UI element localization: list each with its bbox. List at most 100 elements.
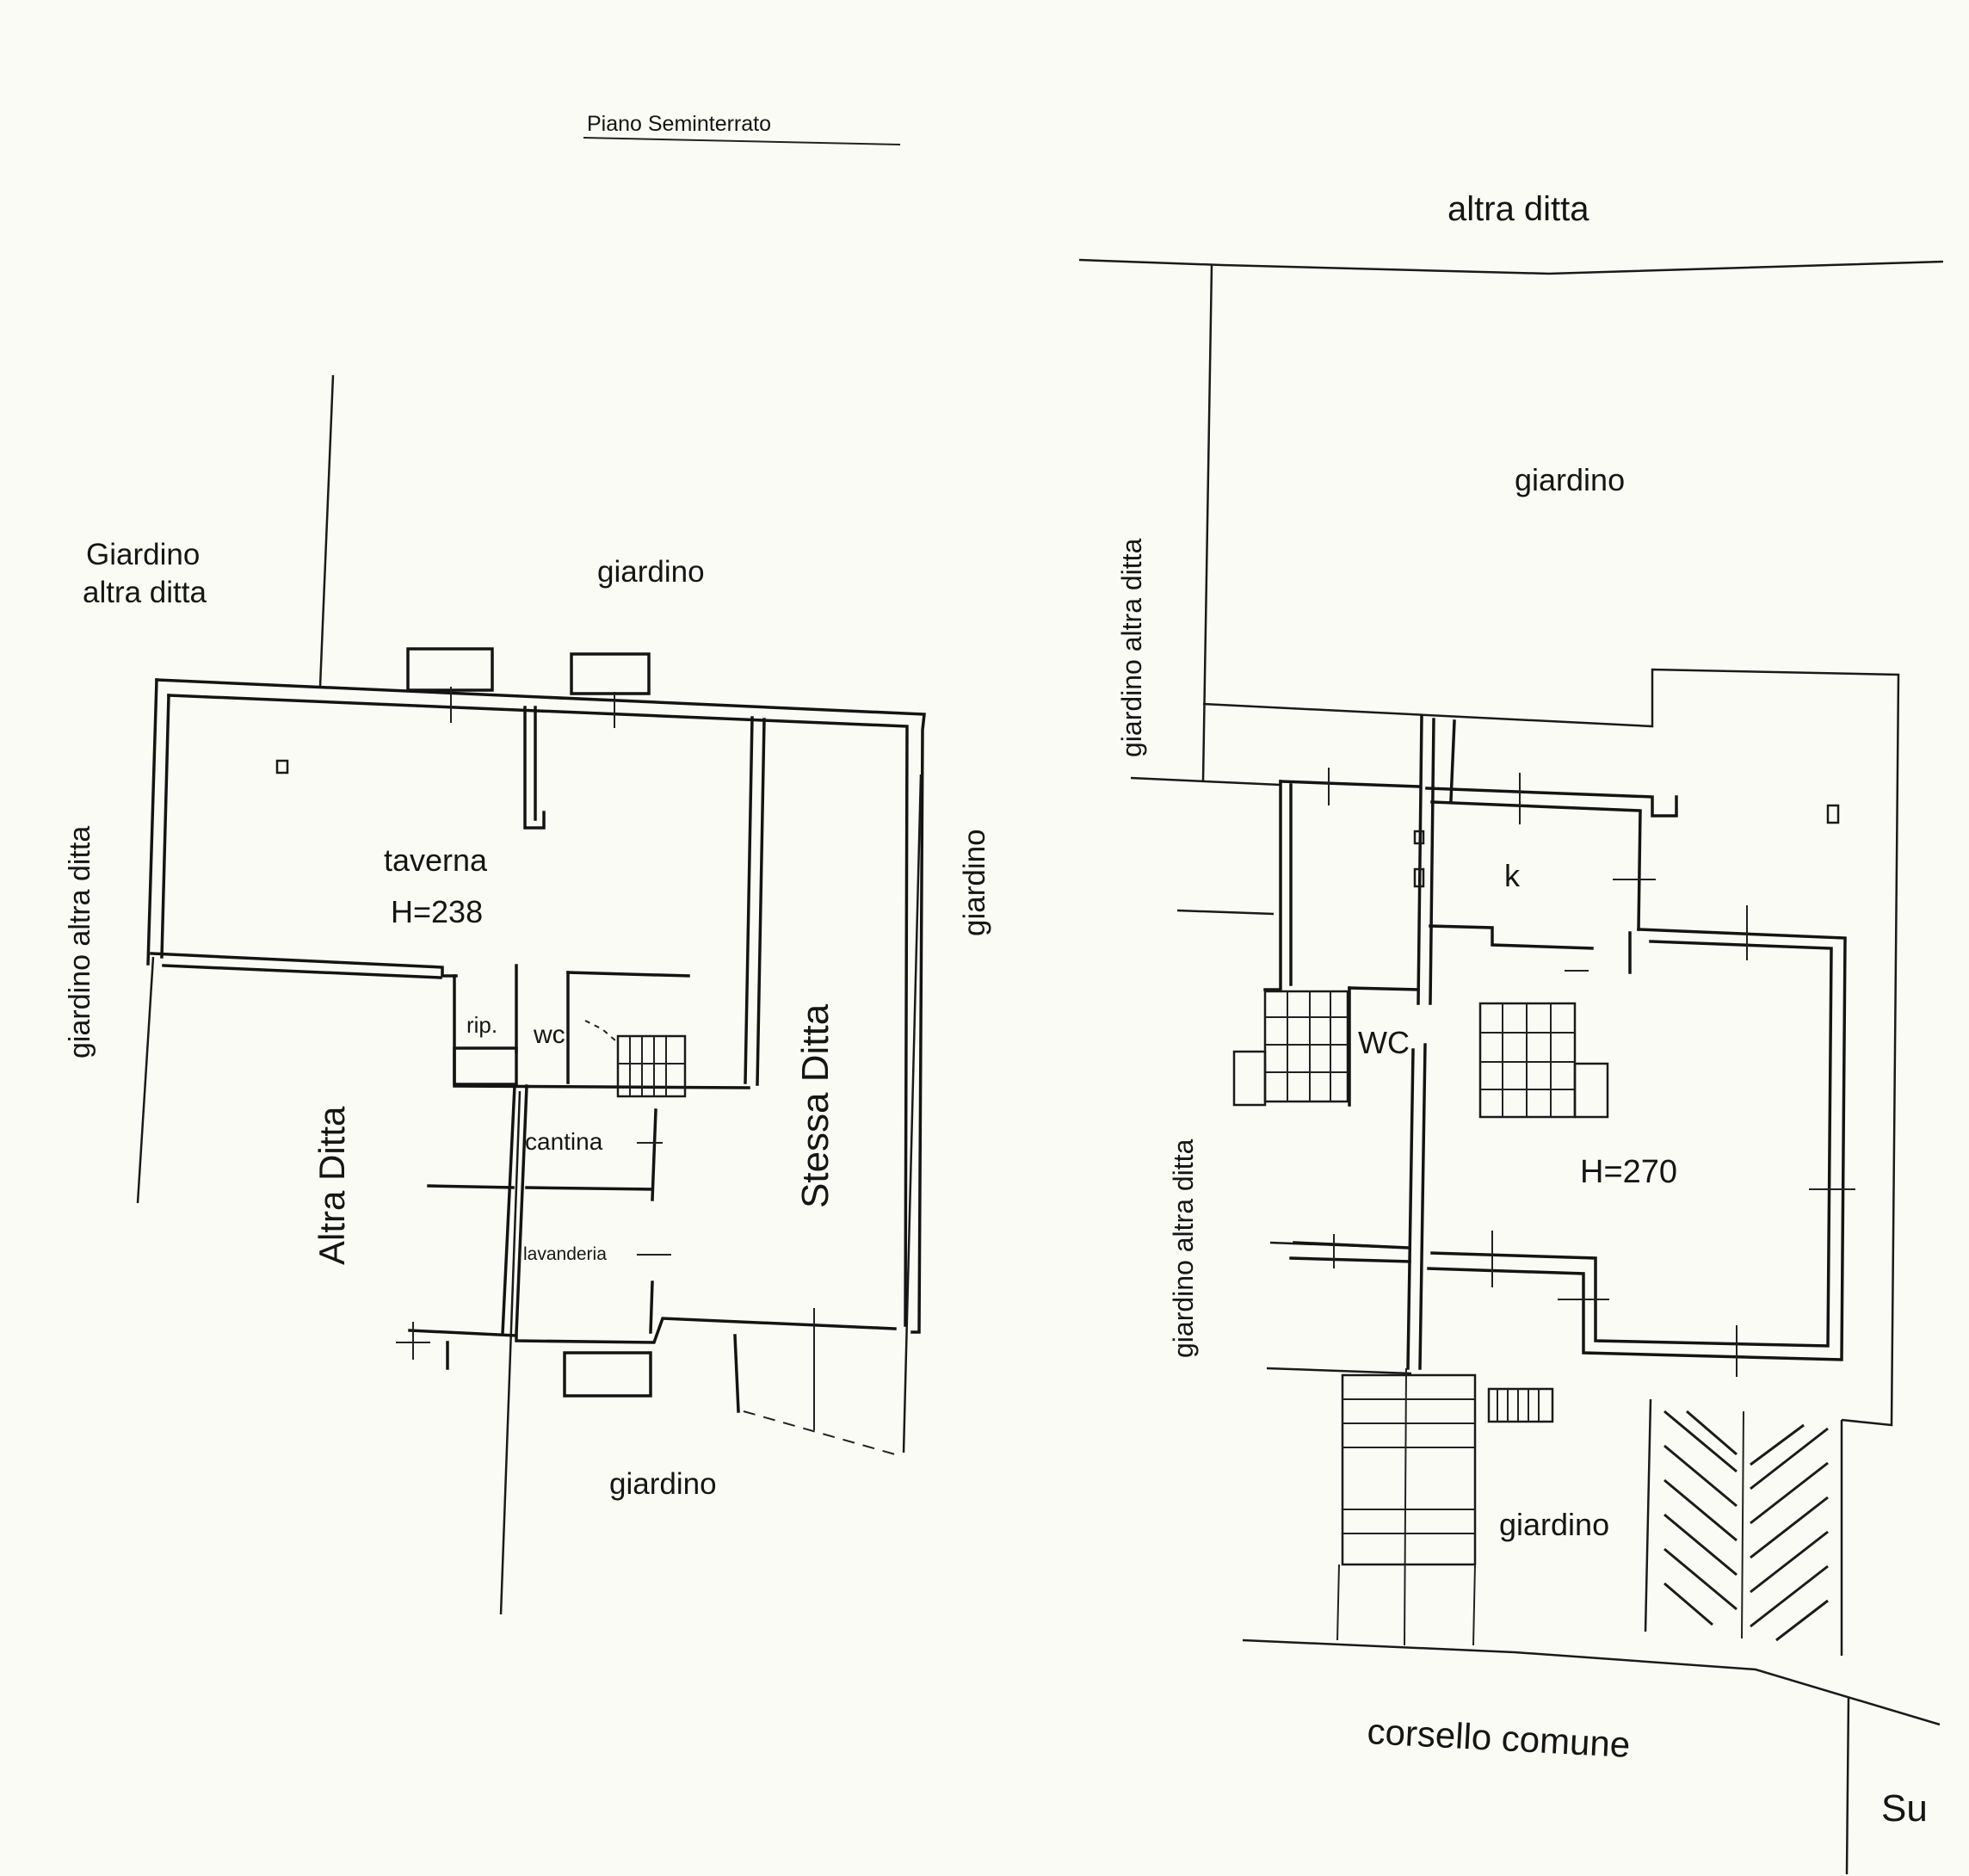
ramp-axis bbox=[1741, 1410, 1744, 1639]
right-bottom-west-line bbox=[1266, 1367, 1412, 1375]
drain-grille bbox=[1487, 1387, 1554, 1423]
fixture-mark bbox=[1413, 830, 1425, 845]
stair-side bbox=[1336, 1564, 1340, 1641]
living-room-wall bbox=[1427, 928, 1847, 1361]
wc-north-wall bbox=[1348, 986, 1420, 991]
left-boundary-south bbox=[499, 1090, 522, 1615]
sheet-title: Piano Seminterrato bbox=[587, 112, 771, 136]
room-wc-label: wc bbox=[533, 1021, 565, 1049]
right-boundary-west-upper bbox=[1201, 264, 1213, 782]
room-cantina-label: cantina bbox=[525, 1128, 603, 1155]
right-stairs-east bbox=[1478, 1002, 1609, 1119]
cantina-lavanderia-divider bbox=[525, 1186, 654, 1191]
left-label-giardino-altra-ditta-west: giardino altra ditta bbox=[64, 826, 96, 1058]
room-wc-label-right: WC bbox=[1358, 1025, 1410, 1060]
corridor-wall-right-upper bbox=[651, 1108, 657, 1201]
right-stairs-west bbox=[1232, 986, 1420, 1107]
left-boundary-north bbox=[318, 374, 335, 688]
left-boundary-west bbox=[136, 956, 155, 1204]
left-stairs bbox=[584, 1020, 687, 1098]
title-underline bbox=[583, 137, 901, 145]
left-label-giardino-bottom: giardino bbox=[609, 1467, 717, 1501]
left-label-giardino-altra-ditta-nw: Giardino altra ditta bbox=[83, 538, 208, 609]
stair-arrow bbox=[584, 1020, 617, 1042]
right-central-wall-lower-b bbox=[1418, 1043, 1427, 1370]
right-plan: altra ditta giardino giardino altra ditt… bbox=[1078, 190, 1944, 1875]
right-label-altra-ditta-top: altra ditta bbox=[1447, 190, 1589, 228]
taverna-south-wall-inner bbox=[162, 964, 442, 979]
stessa-ditta-wall-inner bbox=[756, 718, 766, 1086]
right-west-wall bbox=[1263, 780, 1282, 991]
entrance-stairs-outline bbox=[1341, 1373, 1477, 1566]
stair-handrail bbox=[1404, 1367, 1407, 1646]
su-divider bbox=[1845, 1696, 1850, 1875]
column-mark-right bbox=[1826, 804, 1840, 824]
right-label-giardino-top: giardino bbox=[1515, 462, 1625, 497]
right-lot-outline bbox=[1202, 668, 1900, 1427]
ramp-hatch-right bbox=[1750, 1423, 1829, 1642]
right-north-wall-1 bbox=[1279, 780, 1422, 788]
fixture-mark bbox=[1413, 867, 1425, 888]
right-central-wall-a bbox=[1417, 714, 1423, 1005]
corridor-wall-right-lower bbox=[649, 1280, 654, 1334]
garage-door-dashed bbox=[743, 1410, 896, 1455]
right-north-wall-inner bbox=[1430, 800, 1642, 931]
right-lower-wall-west bbox=[1289, 1256, 1411, 1263]
right-label-giardino-bottom: giardino bbox=[1499, 1507, 1609, 1542]
rip-lower bbox=[453, 1046, 518, 1086]
right-west-wall-line bbox=[1130, 776, 1281, 787]
room-rip-label: rip. bbox=[466, 1012, 497, 1038]
living-room-wall-inner bbox=[1430, 940, 1833, 1348]
right-north-wall-2 bbox=[1425, 787, 1678, 818]
room-taverna-label: taverna bbox=[384, 842, 488, 878]
right-central-stub bbox=[1449, 719, 1456, 802]
entrance-stairs bbox=[1336, 1367, 1554, 1646]
stair-landing bbox=[1573, 1062, 1609, 1119]
ramp-hatched bbox=[1644, 1398, 1843, 1656]
area-altra-ditta-label: Altra Ditta bbox=[312, 1106, 352, 1265]
stair-landing bbox=[1232, 1050, 1267, 1107]
right-central-wall-lower-a bbox=[1406, 1048, 1415, 1370]
right-lower-wall-west-outer bbox=[1293, 1241, 1411, 1250]
left-outer-wall-west bbox=[146, 678, 158, 966]
right-west-wall-line-2 bbox=[1176, 909, 1275, 916]
room-k-label: k bbox=[1504, 858, 1521, 893]
stairs-top-wall bbox=[566, 971, 690, 978]
left-boundary-east bbox=[902, 774, 923, 1453]
stessa-ditta-wall bbox=[744, 716, 754, 1084]
stair-block bbox=[1263, 990, 1349, 1103]
ramp-edge-west bbox=[1644, 1398, 1652, 1632]
left-bottom-wall bbox=[408, 1317, 897, 1344]
kitchen-south-wall bbox=[1429, 924, 1594, 950]
left-plan: giardino Giardino altra ditta giardino a… bbox=[64, 374, 991, 1615]
window-box-north-1 bbox=[406, 647, 494, 692]
room-taverna-height: H=238 bbox=[391, 894, 483, 929]
right-label-giardino-altra-ditta-lower: giardino altra ditta bbox=[1168, 1139, 1199, 1358]
corsello-boundary bbox=[1242, 1638, 1941, 1726]
right-central-wall-b bbox=[1429, 718, 1435, 1005]
corridor-wall-left-inner bbox=[515, 1084, 528, 1336]
ramp-hatch-left bbox=[1663, 1410, 1738, 1626]
right-label-giardino-altra-ditta-upper: giardino altra ditta bbox=[1116, 538, 1147, 757]
su-label: Su bbox=[1881, 1787, 1928, 1830]
stair-block bbox=[616, 1034, 687, 1098]
left-outer-wall-inner-line bbox=[167, 694, 909, 1327]
taverna-partition bbox=[523, 706, 546, 830]
left-label-giardino-east: giardino bbox=[958, 829, 991, 936]
service-block-south bbox=[453, 974, 750, 1089]
area-stessa-ditta-label: Stessa Ditta bbox=[794, 1003, 836, 1208]
window-box-north-2 bbox=[570, 652, 651, 695]
cantina-wall bbox=[427, 1184, 515, 1189]
room-height-label-right: H=270 bbox=[1580, 1154, 1677, 1190]
room-lavanderia-label: lavanderia bbox=[523, 1244, 607, 1264]
stair-side bbox=[1472, 1564, 1476, 1646]
right-boundary-top bbox=[1078, 258, 1944, 275]
left-outer-wall-west-inner bbox=[160, 694, 170, 959]
corridor-wall-left bbox=[501, 1084, 516, 1336]
corsello-label: corsello comune bbox=[1367, 1711, 1632, 1765]
column-mark-left bbox=[275, 759, 289, 774]
garage-wall bbox=[733, 1334, 740, 1413]
left-outer-wall-north-east bbox=[155, 678, 926, 1334]
